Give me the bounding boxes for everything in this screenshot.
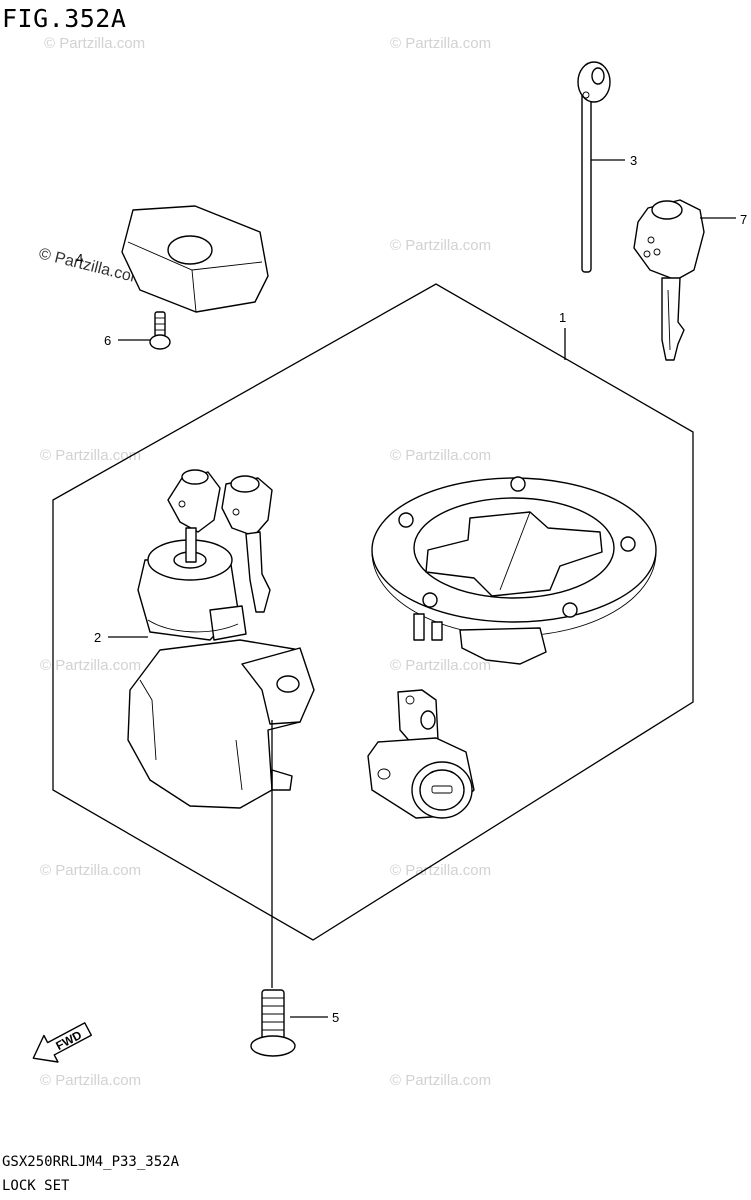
watermark: © Partzilla.com [390,862,491,879]
callout-2: 2 [94,630,101,645]
watermark: © Partzilla.com [390,1072,491,1089]
callout-3: 3 [630,153,637,168]
mounting-bolt-part [250,989,296,1057]
fuel-cap-part [371,476,657,665]
watermark: © Partzilla.com [40,862,141,879]
callout-6: 6 [104,333,111,348]
watermark: © Partzilla.com [390,657,491,674]
leader-lines [108,159,736,1018]
callout-labels: 1 2 3 4 5 6 7 [76,153,747,1025]
watermark: © Partzilla.com [40,657,141,674]
watermark: © Partzilla.com [390,447,491,464]
fwd-arrow-icon: FWD [32,1022,93,1063]
ignition-switch-part [127,469,315,809]
key-part [633,199,705,361]
diagram-code: GSX250RRLJM4_P33_352A [2,1154,180,1170]
watermark: © Partzilla.com [390,237,491,254]
watermark: © Partzilla.com [390,35,491,52]
watermark: © Partzilla.com [40,447,141,464]
cable-holder-part [577,61,611,273]
callout-5: 5 [332,1010,339,1025]
callout-4: 4 [76,251,83,266]
callout-1: 1 [559,310,566,325]
small-bolt-part [149,311,171,350]
lock-set-outline [52,283,694,941]
watermark-layer: © Partzilla.com © Partzilla.com © Partzi… [40,35,491,1089]
figure-title: FIG.352A [2,4,127,33]
seat-lock-part [367,689,475,819]
watermark: © Partzilla.com [44,35,145,52]
diagram-caption: LOCK SET [2,1178,70,1194]
watermark: © Partzilla.com [40,1072,141,1089]
callout-7: 7 [740,212,747,227]
cover-cap-part [121,205,269,313]
